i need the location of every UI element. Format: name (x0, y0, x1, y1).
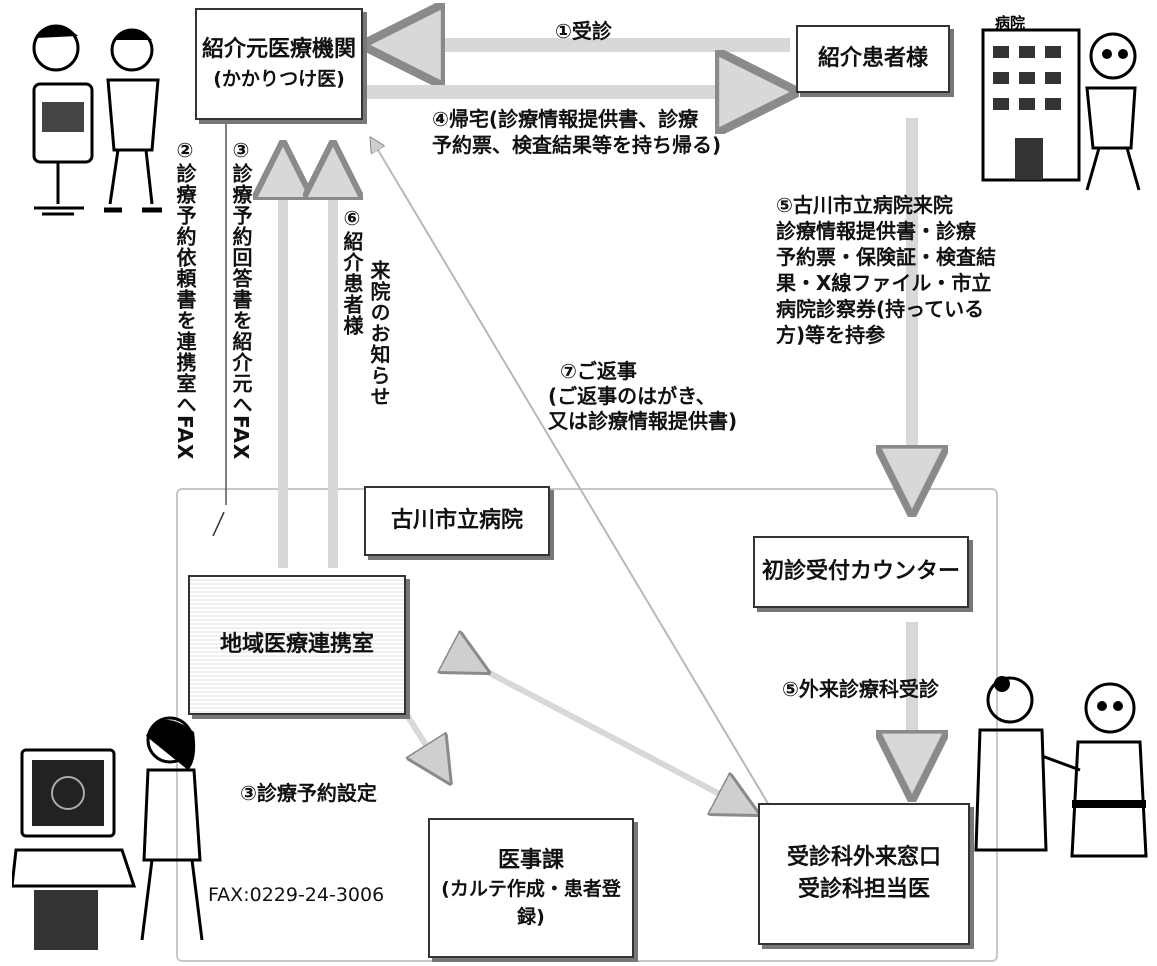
svg-text:病院: 病院 (995, 14, 1025, 32)
medical-affairs-subtitle: (カルテ作成・患者登録) (441, 878, 621, 928)
arrow-office-affairs (402, 710, 445, 775)
dept-window-box: 受診科外来窓口 受診科担当医 (758, 803, 970, 945)
step4-label-line2: 予約票、検査結果等を持ち帰る) (432, 133, 722, 157)
step5-line: 果・X線ファイル・市立 (776, 271, 992, 295)
hospital-label-box: 古川市立病院 (364, 486, 550, 556)
hospital-label: 古川市立病院 (390, 508, 523, 534)
step6-vertical-label-b: 来院のお知らせ (367, 260, 391, 407)
step5-label-block: ⑤古川市立病院来院 診療情報提供書・診療 予約票・保険証・検査結 果・X線ファイ… (776, 192, 996, 348)
doctor-examining-patient-illustration (974, 676, 1148, 858)
dept-window-label: 受診科外来窓口 (786, 845, 941, 871)
patient-box: 紹介患者様 (796, 25, 950, 93)
referral-clinic-subtitle: (かかりつけ医) (213, 68, 345, 91)
step5-line: 方)等を持参 (776, 323, 886, 347)
regional-liaison-office-label: 地域医療連携室 (219, 632, 374, 658)
step7-label-line1: ⑦ご返事 (560, 359, 637, 383)
step3-vertical-label: ③診療予約回答書を紹介元へFAX (229, 138, 253, 461)
step5b-label: ⑤外来診療科受診 (782, 677, 939, 701)
step5-line: ⑤古川市立病院来院 (776, 193, 953, 217)
step5-line: 診療情報提供書・診療 (776, 219, 976, 243)
first-visit-counter-label: 初診受付カウンター (761, 559, 960, 585)
office-staff-illustration (12, 716, 204, 950)
step2-vertical-label: ②診療予約依頼書を連携室へFAX (173, 138, 197, 461)
doctor-consultation-illustration (32, 24, 162, 216)
referral-clinic-title: 紹介元医療機関 (201, 37, 356, 63)
step5-line: 病院診察券(持っている (776, 297, 985, 321)
patient-label: 紹介患者様 (817, 46, 928, 72)
step7-label-line2: (ご返事のはがき、 (548, 384, 716, 408)
step1-label: ①受診 (555, 19, 612, 43)
step5-line: 予約票・保険証・検査結 (776, 245, 996, 269)
step7-label-line3: 又は診療情報提供書) (548, 409, 738, 433)
medical-affairs-box: 医事課 (カルテ作成・患者登録) (428, 818, 634, 958)
referral-clinic-box: 紹介元医療機関 (かかりつけ医) (195, 8, 363, 120)
step3b-label: ③診療予約設定 (240, 781, 377, 805)
dept-doctor-label: 受診科担当医 (797, 877, 930, 902)
fax-number: FAX:0229-24-3006 (208, 884, 385, 906)
step6-vertical-label-a: ⑥紹介患者様 (340, 206, 364, 336)
arrow-office-dept (480, 668, 750, 810)
patient-at-hospital-illustration: 病院 (981, 14, 1141, 191)
regional-liaison-office-box: 地域医療連携室 (188, 575, 406, 715)
first-visit-counter-box: 初診受付カウンター (753, 536, 969, 608)
medical-affairs-title: 医事課 (497, 847, 564, 873)
step4-label-line1: ④帰宅(診療情報提供書、診療 (432, 107, 699, 131)
fax-slash (212, 511, 225, 537)
